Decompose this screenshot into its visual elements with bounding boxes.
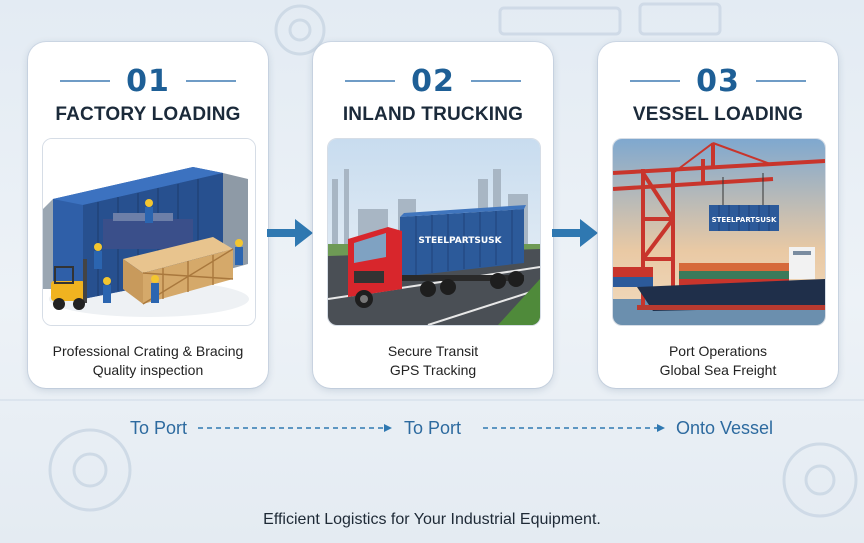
step-number-row: 02 — [313, 63, 553, 99]
step-card-vessel-loading: 03 VESSEL LOADING — [598, 42, 838, 388]
step-description-line: Quality inspection — [92, 362, 204, 378]
dashed-arrow — [198, 424, 392, 432]
step-description-line: Global Sea Freight — [659, 362, 777, 378]
step-description-line: Professional Crating & Bracing — [52, 343, 244, 359]
step-description: Professional Crating & Bracing Quality i… — [28, 342, 268, 380]
footer-tagline: Efficient Logistics for Your Industrial … — [263, 511, 601, 528]
flow-label: Onto Vessel — [676, 418, 774, 438]
dashed-arrow — [483, 424, 665, 432]
step-title: VESSEL LOADING — [632, 104, 804, 125]
step-card-factory-loading: 01 FACTORY LOADING — [28, 42, 268, 388]
decorative-line — [630, 80, 681, 82]
step-title: FACTORY LOADING — [55, 104, 241, 125]
step-number-row: 03 — [598, 63, 838, 99]
container-label: STEELPARTSUSK — [418, 236, 502, 246]
step-number: 03 — [696, 63, 740, 99]
decorative-line — [470, 80, 521, 82]
step-number: 01 — [126, 63, 170, 99]
step-description-line: Secure Transit — [387, 343, 479, 359]
step-number: 02 — [411, 63, 455, 99]
decorative-line — [185, 80, 236, 82]
decorative-line — [60, 80, 111, 82]
arrow-right-icon — [267, 219, 313, 247]
vessel-loading-illustration: STEELPARTSUSK — [612, 138, 826, 326]
container-label: STEELPARTSUSK — [712, 216, 777, 224]
flow-label: To Port — [404, 418, 462, 438]
step-title: INLAND TRUCKING — [342, 104, 524, 125]
step-description: Port Operations Global Sea Freight — [598, 342, 838, 380]
inland-trucking-illustration: STEELPARTSUSK — [327, 138, 541, 326]
flow-label: To Port — [130, 418, 188, 438]
arrow-right-icon — [552, 219, 598, 247]
decorative-line — [755, 80, 806, 82]
step-description-line: GPS Tracking — [389, 362, 477, 378]
step-description: Secure Transit GPS Tracking — [313, 342, 553, 380]
step-description-line: Port Operations — [668, 343, 768, 359]
factory-loading-illustration — [42, 138, 256, 326]
decorative-line — [345, 80, 396, 82]
step-number-row: 01 — [28, 63, 268, 99]
step-card-inland-trucking: 02 INLAND TRUCKING — [313, 42, 553, 388]
